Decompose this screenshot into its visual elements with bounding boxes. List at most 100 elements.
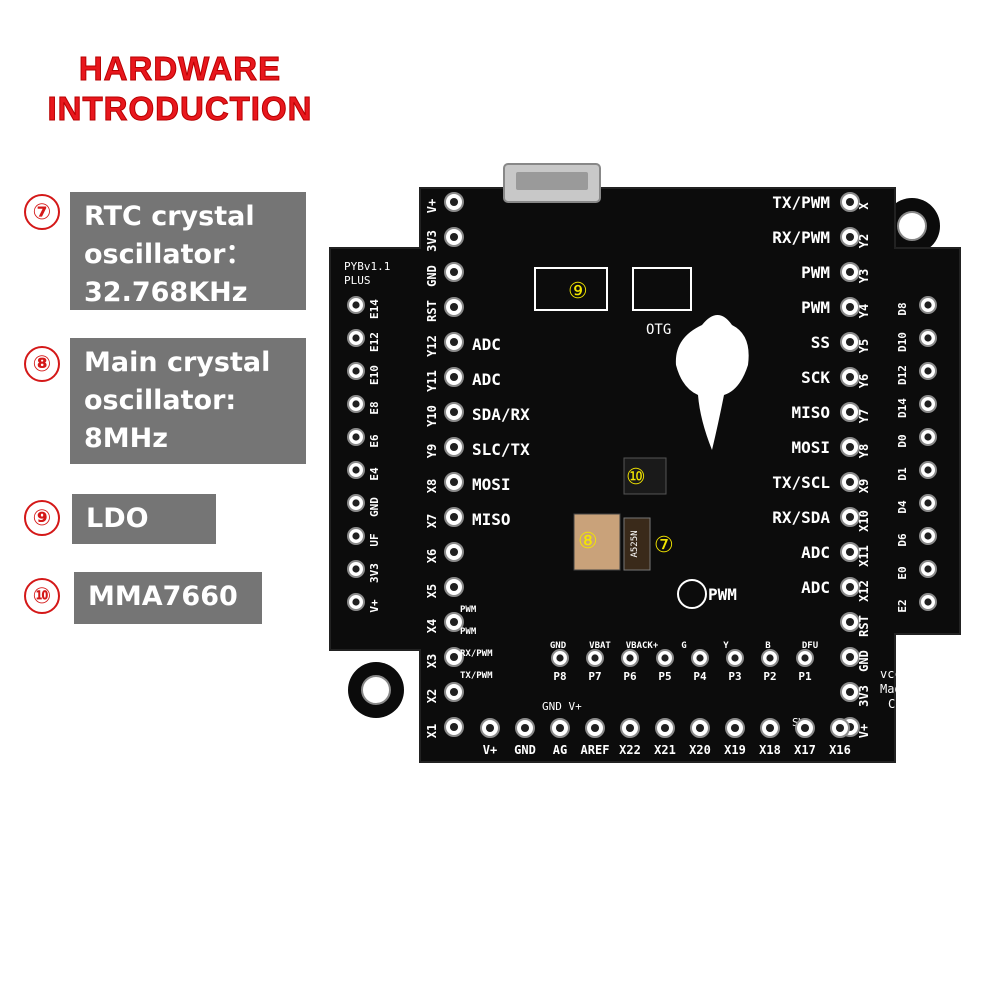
pin-hole: [352, 334, 360, 342]
mma7660-chip: [623, 457, 667, 495]
legend-label: Main crystal oscillator: 8MHz: [70, 338, 306, 464]
pin-function-right: ADC: [801, 543, 830, 562]
pin-label-outer-right: D6: [896, 533, 909, 547]
pin-hole: [845, 442, 855, 452]
pin-hole: [449, 372, 459, 382]
pin-label-left: V+: [425, 199, 439, 213]
legend-label-line: 32.768KHz: [84, 277, 248, 308]
pin-label-bottom: X17: [794, 743, 816, 757]
brand-line-2: Made in: [880, 682, 931, 696]
pin-hole: [845, 617, 855, 627]
pin-hole: [695, 723, 705, 733]
pin-hole: [555, 723, 565, 733]
pin-label-left: 3V3: [425, 230, 439, 252]
pin-hole: [485, 723, 495, 733]
legend-label-line: oscillator:: [84, 385, 237, 416]
pin-label-p-top: G: [681, 641, 686, 651]
model-line-2: PLUS: [344, 274, 371, 287]
pin-label-left: X4: [425, 619, 439, 633]
pin-label-p-top: GND: [550, 641, 567, 651]
pin-hole: [800, 723, 810, 733]
pin-hole: [449, 617, 459, 627]
pin-label-p-top: VBAT: [589, 641, 611, 651]
pin-label-left: X3: [425, 654, 439, 668]
pin-label-outer-left: E10: [368, 365, 381, 385]
pin-hole: [352, 532, 360, 540]
pin-hole: [449, 652, 459, 662]
pin-label-bottom: X21: [654, 743, 676, 757]
pin-label-right: Y6: [857, 374, 871, 388]
pin-label-p: P4: [693, 670, 707, 683]
pwm-pad: [677, 579, 707, 609]
pin-hole: [845, 197, 855, 207]
pin-label-left: X5: [425, 584, 439, 598]
pin-label-p-top: DFU: [802, 641, 818, 651]
pin-label-left: X6: [425, 549, 439, 563]
pin-label-outer-left: UF: [368, 533, 381, 546]
legend-label-line: RTC crystal: [84, 201, 255, 232]
pin-label-right: Y2: [857, 234, 871, 248]
pin-hole: [626, 654, 634, 662]
pin-function-right: ADC: [801, 578, 830, 597]
pin-function-right: TX/PWM: [772, 193, 830, 212]
pin-hole: [924, 565, 932, 573]
pin-function-left: ADC: [472, 335, 501, 354]
pin-label-left: Y10: [425, 405, 439, 427]
pin-label-p: P8: [553, 670, 566, 683]
pin-label-outer-right: E0: [896, 566, 909, 579]
pin-hole: [845, 232, 855, 242]
pin-label-outer-right: D14: [896, 398, 909, 418]
pin-hole: [352, 499, 360, 507]
pin-hole: [835, 723, 845, 733]
pin-label-outer-right: D12: [896, 365, 909, 385]
pin-function-left-small: PWM: [460, 605, 477, 615]
pin-function-right: RX/SDA: [772, 508, 830, 527]
pin-hole: [924, 433, 932, 441]
pin-function-right: SCK: [801, 368, 830, 387]
pin-function-right: PWM: [801, 263, 830, 282]
ldo-marker: ⑨: [568, 279, 588, 304]
pin-hole: [449, 267, 459, 277]
pin-hole: [845, 687, 855, 697]
mounting-hole: [361, 675, 391, 705]
pin-label-left: Y11: [425, 370, 439, 392]
pin-hole: [845, 302, 855, 312]
pin-label-outer-left: E12: [368, 332, 381, 352]
pin-hole: [352, 565, 360, 573]
pin-hole: [590, 723, 600, 733]
accel-marker: ⑩: [626, 465, 646, 490]
pin-hole: [845, 372, 855, 382]
pin-function-left: MISO: [472, 510, 511, 529]
pin-label-outer-left: E14: [368, 299, 381, 319]
pin-label-right: 3V3: [857, 685, 871, 707]
legend-label-line: Main crystal: [84, 347, 271, 378]
legend-label: RTC crystal oscillator： 32.768KHz: [70, 192, 306, 310]
pin-hole: [449, 477, 459, 487]
pin-label-left: GND: [425, 265, 439, 287]
brand-line-3: China: [888, 697, 924, 711]
pin-function-right: TX/SCL: [772, 473, 830, 492]
pin-function-left: MOSI: [472, 475, 511, 494]
pin-label-left: X2: [425, 689, 439, 703]
pin-label-p-top: VBACK+: [626, 641, 659, 651]
pin-function-right: RX/PWM: [772, 228, 830, 247]
pin-hole: [845, 547, 855, 557]
pin-label-bottom: V+: [483, 743, 497, 757]
rtc-crystal: [623, 517, 651, 571]
pin-label-outer-left: GND: [368, 497, 381, 517]
title-line-1: HARDWARE: [78, 50, 282, 88]
otg-label: OTG: [646, 322, 671, 338]
pin-label-bottom: X19: [724, 743, 746, 757]
pin-label-outer-right: D10: [896, 332, 909, 352]
board-drawing: A525N PWM PYBv1.1 PLUS OTG vcc-gnd Made …: [329, 163, 961, 763]
pin-hole: [660, 723, 670, 733]
pin-hole: [924, 499, 932, 507]
pin-label-bottom: AREF: [581, 743, 610, 757]
pin-label-right: Y8: [857, 444, 871, 458]
pin-label-bottom: X18: [759, 743, 781, 757]
pin-hole: [730, 723, 740, 733]
pin-label-right: Y7: [857, 409, 871, 423]
pin-label-p: P3: [728, 670, 741, 683]
main-crystal: [573, 513, 621, 571]
pin-hole: [449, 337, 459, 347]
